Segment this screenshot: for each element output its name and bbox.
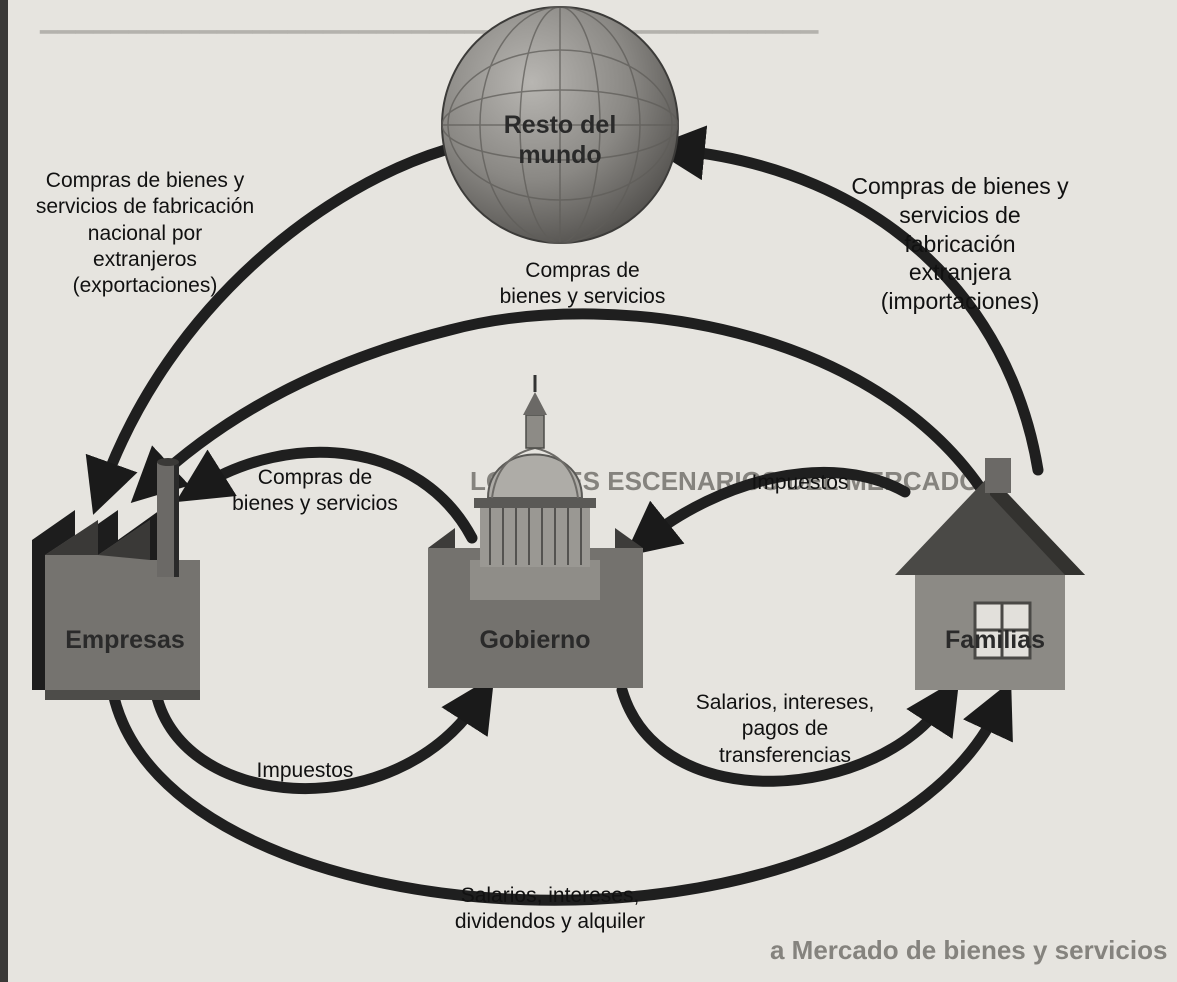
arrow-firm-payments [106,681,1013,906]
capitol-icon [428,375,643,688]
factory-icon [32,458,200,700]
arrow-exports [85,144,451,515]
arrow-household-taxes [624,466,911,557]
node-world-label: Resto del mundo [503,111,617,169]
label-government-purchases: Compras de bienes y servicios [232,466,398,516]
arrow-household-purchases [130,308,1006,526]
node-firms-label: Empresas [65,626,185,654]
label-government-payments: Salarios, intereses, pagos de transferen… [695,691,875,767]
label-household-purchases: Compras de bienes y servicios [499,259,666,309]
node-households-label: Familias [944,626,1046,654]
label-imports: Compras de bienes y servicios de fabrica… [851,173,1069,314]
label-firm-taxes: Impuestos [256,759,354,782]
arrow-government-payments [616,677,960,787]
label-firm-payments: Salarios, intereses, dividendos y alquil… [454,884,646,934]
arrow-government-purchases [175,446,478,544]
page-edge [0,0,8,982]
node-government-label: Gobierno [479,626,591,654]
page-shadow [0,0,70,982]
arrow-firm-taxes [149,675,495,795]
label-exports: Compras de bienes y servicios de fabrica… [35,169,255,297]
world-globe-icon [441,6,679,244]
label-household-taxes: Impuestos [751,471,849,494]
background-text-line: ▁▁▁▁▁▁▁▁▁▁▁▁▁▁▁▁▁▁▁▁▁▁▁▁▁▁▁▁▁▁▁▁▁▁▁▁▁▁▁▁… [40,8,819,33]
background-footer: a Mercado de bienes y servicios [770,935,1168,965]
arrow-imports [649,125,1044,476]
house-icon [895,458,1085,690]
